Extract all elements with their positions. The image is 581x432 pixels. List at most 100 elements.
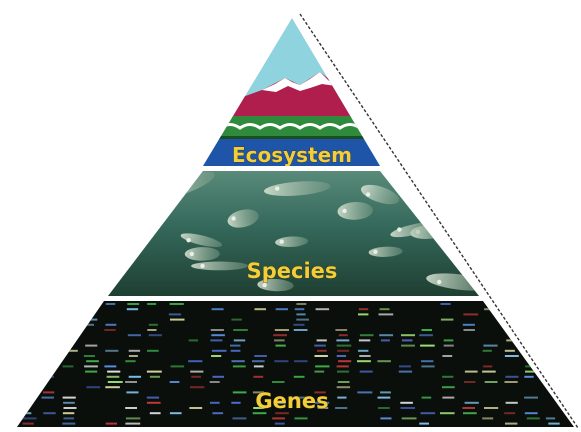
gene-band <box>379 334 393 336</box>
gene-band <box>149 334 162 336</box>
gene-band <box>316 308 330 310</box>
gene-band <box>274 360 288 362</box>
gene-band <box>125 381 137 383</box>
gene-band <box>504 308 517 310</box>
gene-band <box>357 391 372 393</box>
gene-band <box>231 319 242 321</box>
gene-band <box>170 319 185 321</box>
gene-band <box>233 417 247 419</box>
gene-band <box>296 313 305 315</box>
gene-band <box>233 365 246 367</box>
gene-band <box>339 334 348 336</box>
gene-band <box>337 386 350 388</box>
gene-band <box>547 350 562 352</box>
gene-band <box>231 402 240 404</box>
gene-band <box>525 371 537 373</box>
gene-band <box>505 350 515 352</box>
gene-band <box>274 339 285 341</box>
gene-band <box>336 339 349 341</box>
fish-eye <box>275 186 279 190</box>
gene-band <box>545 371 559 373</box>
gene-band <box>189 339 198 341</box>
gene-band <box>105 350 118 352</box>
gene-band <box>127 303 139 305</box>
fish-eye <box>342 209 346 213</box>
gene-band <box>84 365 98 367</box>
gene-band <box>421 365 434 367</box>
gene-band <box>86 360 99 362</box>
gene-band <box>24 391 38 393</box>
gene-band <box>41 334 50 336</box>
gene-band <box>210 402 220 404</box>
gene-band <box>171 365 185 367</box>
gene-band <box>63 402 75 404</box>
gene-band <box>147 397 159 399</box>
gene-band <box>211 355 221 357</box>
gene-band <box>85 319 97 321</box>
fish-eye <box>397 227 401 231</box>
gene-band <box>169 313 181 315</box>
gene-band <box>524 376 533 378</box>
gene-band <box>233 329 248 331</box>
gene-band <box>399 365 411 367</box>
gene-band <box>23 355 32 357</box>
gene-band <box>295 417 308 419</box>
gene-band <box>399 371 412 373</box>
ecosystem-label: Ecosystem <box>232 143 352 167</box>
gene-band <box>338 360 351 362</box>
gene-band <box>21 376 34 378</box>
gene-band <box>234 339 245 341</box>
gene-band <box>526 324 538 326</box>
gene-band <box>401 345 415 347</box>
gene-band <box>526 308 540 310</box>
gene-band <box>546 313 559 315</box>
gene-band <box>127 308 138 310</box>
gene-band <box>402 339 413 341</box>
gene-band <box>338 381 350 383</box>
gene-band <box>45 355 56 357</box>
gene-band <box>337 350 349 352</box>
gene-band <box>128 334 141 336</box>
gene-band <box>64 417 75 419</box>
gene-band <box>419 334 433 336</box>
species-tier: Species <box>100 166 492 300</box>
gene-band <box>63 412 74 414</box>
gene-band <box>129 376 141 378</box>
gene-band <box>275 423 285 425</box>
gene-band <box>378 397 391 399</box>
gene-band <box>337 355 346 357</box>
gene-band <box>422 329 433 331</box>
gene-band <box>276 308 288 310</box>
gene-band <box>482 371 496 373</box>
gene-band <box>504 412 515 414</box>
gene-band <box>147 329 156 331</box>
gene-band <box>42 397 55 399</box>
gene-band <box>62 423 75 425</box>
gene-band <box>483 350 492 352</box>
gene-band <box>527 360 541 362</box>
gene-band <box>483 345 497 347</box>
gene-band <box>484 407 498 409</box>
gene-band <box>20 303 31 305</box>
gene-band <box>150 412 161 414</box>
gene-band <box>358 350 368 352</box>
gene-band <box>546 417 555 419</box>
gene-band <box>210 381 220 383</box>
gene-band <box>272 381 285 383</box>
gene-band <box>43 412 55 414</box>
gene-band <box>524 339 537 341</box>
gene-band <box>379 313 394 315</box>
fish-eye <box>159 183 163 187</box>
gene-band <box>83 324 94 326</box>
gene-band <box>401 334 415 336</box>
gene-band <box>506 402 518 404</box>
gene-band <box>464 329 475 331</box>
gene-band <box>380 308 390 310</box>
gene-band <box>147 402 161 404</box>
gene-band <box>231 350 241 352</box>
gene-band <box>105 386 120 388</box>
gene-band <box>126 417 140 419</box>
gene-band <box>381 339 390 341</box>
gene-band <box>21 381 30 383</box>
gene-band <box>359 355 370 357</box>
